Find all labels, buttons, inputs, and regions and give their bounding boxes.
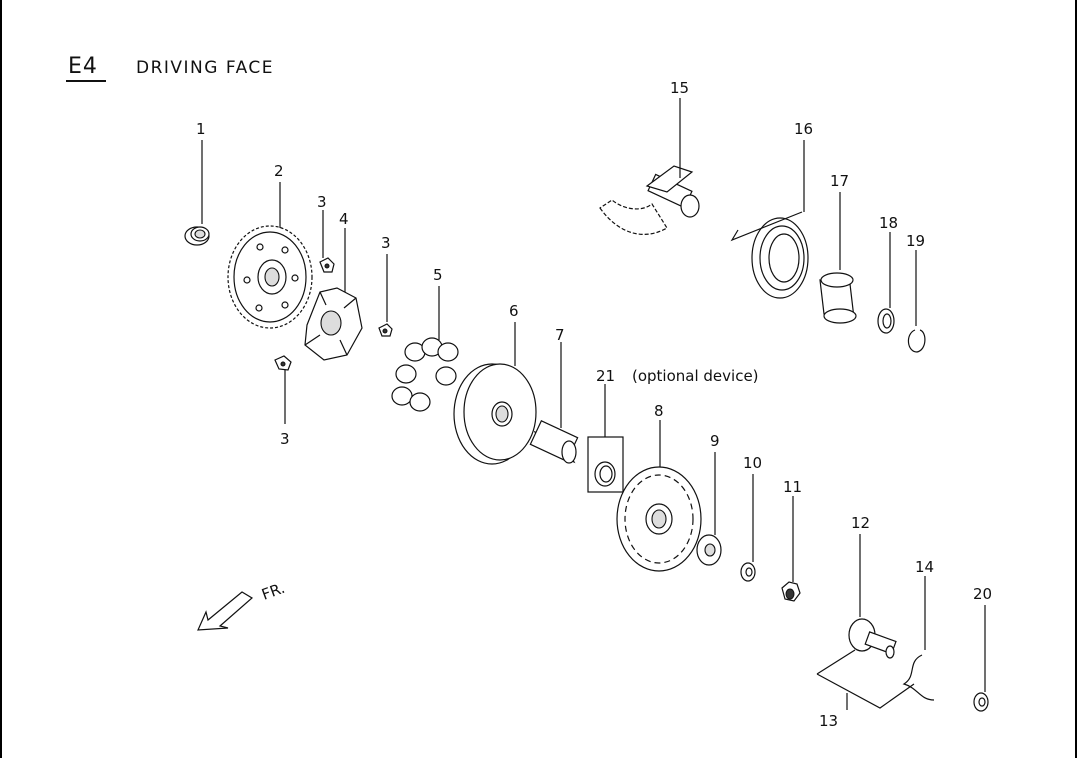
part-15-kick-shaft[interactable]	[599, 165, 700, 235]
part-21-optional-washer[interactable]	[587, 436, 624, 493]
part-18-washer[interactable]	[877, 308, 895, 334]
section-code-underline	[66, 80, 106, 82]
part-20-washer[interactable]	[973, 692, 989, 712]
callout-10: 10	[743, 454, 762, 472]
front-arrow-icon	[197, 591, 254, 631]
section-title: DRIVING FACE	[136, 58, 275, 78]
callout-8: 8	[654, 402, 664, 420]
callout-4: 4	[339, 210, 349, 228]
part-2-gear[interactable]	[227, 225, 313, 329]
part-4-ramp-plate[interactable]	[304, 287, 363, 361]
part-12-starter-gear[interactable]	[848, 618, 897, 659]
part-6-movable-face[interactable]	[453, 363, 537, 465]
callout-15: 15	[670, 79, 689, 97]
callout-21: 21	[596, 367, 615, 385]
callout-3a: 3	[317, 193, 327, 211]
part-3-clip-upper[interactable]	[319, 257, 335, 273]
callout-19: 19	[906, 232, 925, 250]
callout-20: 20	[973, 585, 992, 603]
callout-5: 5	[433, 266, 443, 284]
callout-16: 16	[794, 120, 813, 138]
part-17-bushing[interactable]	[819, 272, 857, 324]
leader-13	[816, 649, 915, 710]
callout-18: 18	[879, 214, 898, 232]
part-14-spring-clip[interactable]	[902, 654, 935, 701]
callout-9: 9	[710, 432, 720, 450]
part-8-fixed-face[interactable]	[616, 466, 702, 572]
part-1-bushing[interactable]	[184, 226, 210, 246]
callout-6: 6	[509, 302, 519, 320]
callout-1: 1	[196, 120, 206, 138]
part-11-nut[interactable]	[781, 581, 801, 602]
part-3-clip-lower[interactable]	[274, 355, 292, 371]
callout-2: 2	[274, 162, 284, 180]
callout-3c: 3	[381, 234, 391, 252]
part-9-plate[interactable]	[696, 534, 722, 566]
part-10-washer[interactable]	[740, 562, 756, 582]
front-label: FR.	[259, 579, 287, 604]
callout-12: 12	[851, 514, 870, 532]
section-code: E4	[68, 54, 98, 79]
callout-17: 17	[830, 172, 849, 190]
callout-13: 13	[819, 712, 838, 730]
callout-7: 7	[555, 326, 565, 344]
part-16-spring[interactable]	[730, 211, 809, 299]
callout-11: 11	[783, 478, 802, 496]
part-3-clip-middle[interactable]	[378, 323, 393, 337]
part-19-circlip[interactable]	[907, 329, 926, 353]
part-7-collar[interactable]	[529, 419, 579, 464]
callout-3b: 3	[280, 430, 290, 448]
callout-14: 14	[915, 558, 934, 576]
optional-device-note: (optional device)	[632, 367, 759, 385]
part-5-rollers[interactable]	[391, 337, 459, 412]
